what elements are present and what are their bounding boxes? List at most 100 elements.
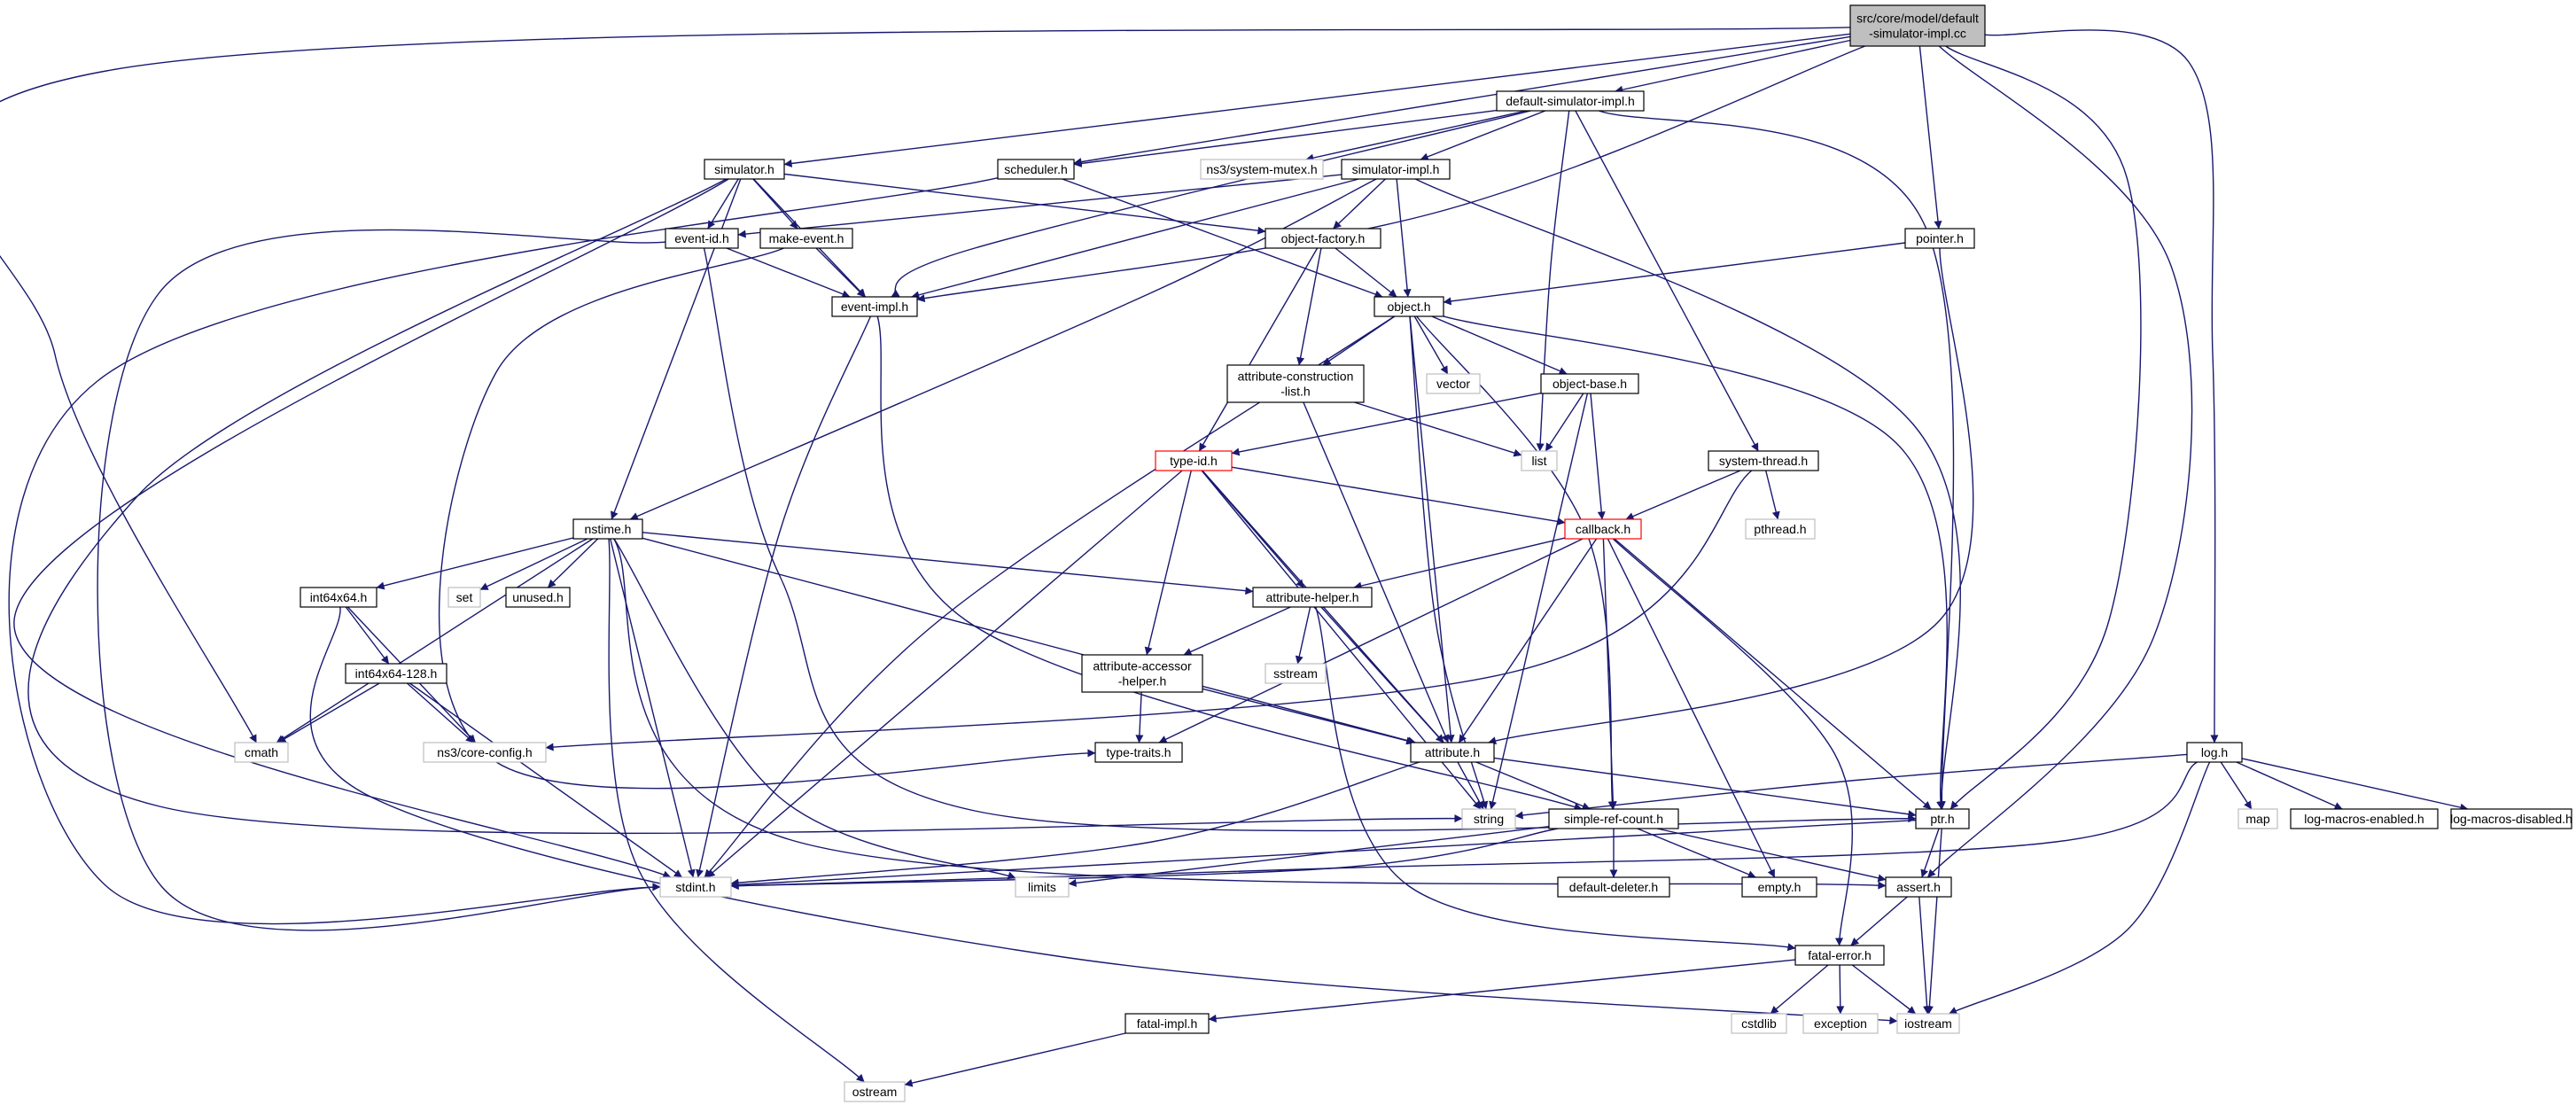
node-simulator-h[interactable]: simulator.h	[704, 159, 785, 180]
node-fatal-error-h[interactable]: fatal-error.h	[1794, 945, 1885, 966]
edge-root-to-cmath	[0, 27, 1851, 743]
edge-log-h-to-string	[1514, 753, 2188, 820]
node-box	[1885, 876, 1952, 898]
node-attribute-h[interactable]: attribute.h	[1410, 742, 1495, 763]
node-label: pthread.h	[1754, 522, 1806, 536]
node-label: sstream	[1273, 666, 1318, 681]
edge-nstime-h-to-unused-h	[547, 538, 599, 588]
node-sstream: sstream	[1265, 663, 1327, 684]
node-label: -list.h	[1280, 385, 1310, 399]
node-label: simulator.h	[714, 162, 774, 176]
node-log-macros-enabled-h[interactable]: log-macros-enabled.h	[2290, 808, 2439, 829]
edge-system-thread-h-to-callback-h	[1625, 470, 1741, 520]
node-box	[1849, 4, 1986, 47]
node-assert-h[interactable]: assert.h	[1885, 876, 1952, 898]
node-type-traits-h[interactable]: type-traits.h	[1094, 742, 1183, 763]
node-box	[505, 587, 571, 608]
node-box	[1896, 1013, 1960, 1034]
edge-root-to-pointer-h	[1918, 45, 1942, 230]
node-label: int64x64-128.h	[355, 666, 438, 681]
node-ostream: ostream	[844, 1081, 906, 1102]
edge-attribute-h-to-simple-ref-count-h	[1475, 761, 1591, 810]
edge-nstime-h-to-attribute-helper-h	[642, 532, 1254, 595]
edge-callback-h-to-type-traits-h	[1158, 538, 1584, 743]
edge-object-base-h-to-callback-h	[1590, 393, 1606, 520]
node-fatal-impl-h[interactable]: fatal-impl.h	[1125, 1013, 1210, 1034]
edge-default-simulator-impl-h-to-simulator-impl-h	[1420, 110, 1546, 161]
node-pthread-h: pthread.h	[1745, 518, 1816, 540]
node-make-event-h[interactable]: make-event.h	[759, 228, 853, 249]
edge-default-simulator-impl-h-to-event-impl-h	[891, 110, 1531, 298]
node-string: string	[1461, 808, 1516, 829]
node-root[interactable]: src/core/model/default-simulator-impl.cc	[1849, 4, 1986, 47]
node-scheduler-h[interactable]: scheduler.h	[997, 159, 1075, 180]
node-attribute-accessor-helper-h[interactable]: attribute-accessor-helper.h	[1081, 654, 1203, 693]
node-core-config-h: ns3/core-config.h	[423, 742, 547, 763]
node-simulator-impl-h[interactable]: simulator-impl.h	[1341, 159, 1451, 180]
edge-system-thread-h-to-core-config-h	[545, 470, 1753, 751]
node-label: exception	[1814, 1016, 1867, 1031]
node-object-factory-h[interactable]: object-factory.h	[1265, 228, 1381, 249]
node-object-h[interactable]: object.h	[1374, 296, 1444, 317]
edge-simulator-h-to-event-id-h	[707, 178, 739, 230]
node-box	[831, 296, 918, 317]
edge-object-h-to-ptr-h	[1443, 315, 1948, 810]
node-callback-h[interactable]: callback.h	[1564, 518, 1642, 540]
node-box	[759, 228, 853, 249]
node-log-macros-disabled-h[interactable]: log-macros-disabled.h	[2450, 808, 2572, 829]
edge-nstime-h-to-stdint-h	[610, 538, 696, 878]
node-label: simple-ref-count.h	[1564, 812, 1663, 826]
node-label: stdint.h	[675, 880, 715, 894]
node-log-h[interactable]: log.h	[2186, 742, 2243, 763]
node-int64x64-128-h[interactable]: int64x64-128.h	[345, 663, 447, 684]
node-object-base-h[interactable]: object-base.h	[1540, 373, 1639, 394]
edge-attribute-h-to-string	[1457, 761, 1484, 810]
node-box	[1741, 876, 1817, 898]
node-event-id-h[interactable]: event-id.h	[665, 228, 739, 249]
edge-simulator-impl-h-to-object-h	[1396, 178, 1412, 298]
node-attribute-construction-list-h[interactable]: attribute-construction-list.h	[1226, 364, 1365, 403]
edge-nstime-h-to-set	[479, 538, 588, 591]
node-simple-ref-count-h[interactable]: simple-ref-count.h	[1548, 808, 1679, 829]
edge-object-base-h-to-type-id-h	[1231, 393, 1542, 456]
node-default-simulator-impl-h[interactable]: default-simulator-impl.h	[1496, 90, 1645, 112]
edge-object-factory-h-to-type-id-h	[1198, 247, 1319, 452]
node-default-deleter-h[interactable]: default-deleter.h	[1557, 876, 1670, 898]
node-nstime-h[interactable]: nstime.h	[572, 518, 643, 540]
node-attribute-helper-h[interactable]: attribute-helper.h	[1252, 587, 1373, 608]
node-empty-h[interactable]: empty.h	[1741, 876, 1817, 898]
edge-nstime-h-to-ostream	[608, 538, 865, 1083]
node-unused-h[interactable]: unused.h	[505, 587, 571, 608]
edge-attribute-accessor-helper-h-to-type-traits-h	[1135, 691, 1144, 743]
edge-simple-ref-count-h-to-empty-h	[1637, 828, 1756, 878]
node-box	[1341, 159, 1451, 180]
edge-pointer-h-to-attribute-h	[1488, 247, 1974, 745]
nodes-layer: src/core/model/default-simulator-impl.cc…	[234, 4, 2572, 1102]
node-event-impl-h[interactable]: event-impl.h	[831, 296, 918, 317]
node-box	[1496, 90, 1645, 112]
node-pointer-h[interactable]: pointer.h	[1904, 228, 1975, 249]
edge-fatal-error-h-to-fatal-impl-h	[1208, 959, 1796, 1023]
node-box	[1915, 808, 1970, 829]
edge-attribute-construction-list-h-to-attribute-h	[1303, 401, 1450, 743]
node-type-id-h[interactable]: type-id.h	[1155, 450, 1233, 471]
node-box	[234, 742, 289, 763]
node-label: attribute.h	[1425, 745, 1480, 759]
node-ptr-h[interactable]: ptr.h	[1915, 808, 1970, 829]
edge-root-to-log-h	[1984, 29, 2219, 743]
node-int64x64-h[interactable]: int64x64.h	[300, 587, 377, 608]
node-box	[1540, 373, 1639, 394]
node-stdint-h: stdint.h	[659, 876, 732, 898]
edge-ptr-h-to-assert-h	[1920, 828, 1940, 878]
node-box	[1265, 228, 1381, 249]
node-system-thread-h[interactable]: system-thread.h	[1708, 450, 1819, 471]
edge-default-simulator-impl-h-to-system-thread-h	[1575, 110, 1759, 452]
node-box	[1265, 663, 1327, 684]
node-label: vector	[1436, 377, 1470, 391]
edge-root-to-event-impl-h	[916, 45, 1865, 303]
edge-type-id-h-to-stdint-h	[706, 470, 1183, 878]
edge-simulator-impl-h-to-ptr-h	[1414, 178, 1961, 810]
edge-object-h-to-attribute-h	[1409, 315, 1455, 743]
node-box	[1155, 450, 1233, 471]
node-box	[1802, 1013, 1879, 1034]
